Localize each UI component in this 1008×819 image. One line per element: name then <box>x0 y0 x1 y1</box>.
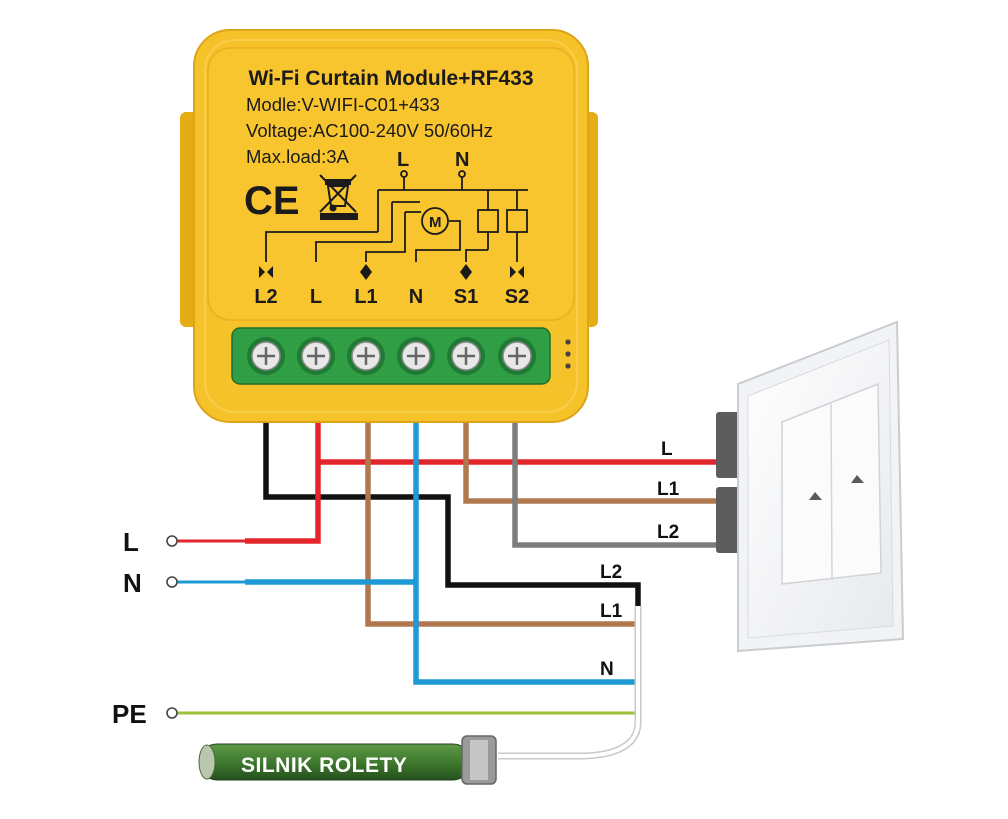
source-l-terminal <box>166 535 178 547</box>
terminal-screw-l1 <box>347 337 385 375</box>
terminal-label-l2: L2 <box>254 286 277 308</box>
terminal-screw-l2 <box>247 337 285 375</box>
curtain-module: Wi-Fi Curtain Module+RF433 Modle:V-WIFI-… <box>180 29 598 423</box>
switch-up-arrow-icon <box>851 475 864 483</box>
terminal-label-l: L <box>310 286 322 308</box>
motor-label: SILNIK ROLETY <box>241 754 407 777</box>
internal-schematic: L N M <box>259 149 528 280</box>
schematic-n-label: N <box>455 149 469 171</box>
module-max-load: Max.load:3A <box>246 146 349 167</box>
schematic-l-label: L <box>397 149 409 171</box>
wire-brown-l1 <box>365 418 638 627</box>
switch-wire-l2-label: L2 <box>657 522 679 543</box>
wire-brown-s1 <box>463 418 718 504</box>
module-model: Modle:V-WIFI-C01+433 <box>246 94 440 115</box>
terminal-block <box>231 327 571 385</box>
terminal-screw-l <box>297 337 335 375</box>
weee-bin-icon <box>319 174 358 220</box>
source-l-label: L <box>123 527 139 557</box>
motor-wire-l2-label: L2 <box>600 562 622 583</box>
terminal-label-s1: S1 <box>454 286 478 308</box>
terminal-screw-n <box>397 337 435 375</box>
wire-neutral <box>172 418 638 685</box>
module-title: Wi-Fi Curtain Module+RF433 <box>248 67 533 90</box>
terminal-label-n: N <box>409 286 423 308</box>
wire-black <box>263 418 641 610</box>
motor-wire-n-label: N <box>600 659 614 680</box>
switch-wire-l-label: L <box>661 439 673 460</box>
module-voltage: Voltage:AC100-240V 50/60Hz <box>246 120 493 141</box>
switch-wire-l1-label: L1 <box>657 479 680 500</box>
motor-symbol-label: M <box>429 214 442 231</box>
terminal-label-l1: L1 <box>354 286 377 308</box>
motor-wire-l1-label: L1 <box>600 601 623 622</box>
ce-mark: CE <box>244 179 300 223</box>
source-n-terminal <box>166 576 178 588</box>
terminal-screw-s1 <box>447 337 485 375</box>
source-n-label: N <box>123 568 142 598</box>
motor-cable <box>498 606 642 760</box>
wire-grey-s2 <box>512 418 718 548</box>
source-pe-terminal <box>166 707 178 719</box>
switch-down-arrow-icon <box>809 492 822 500</box>
source-pe-label: PE <box>112 699 147 729</box>
terminal-label-s2: S2 <box>505 286 529 308</box>
wire-live <box>172 418 718 544</box>
terminal-screw-s2 <box>498 337 536 375</box>
blind-motor: SILNIK ROLETY <box>198 735 497 785</box>
wall-switch <box>716 320 905 653</box>
